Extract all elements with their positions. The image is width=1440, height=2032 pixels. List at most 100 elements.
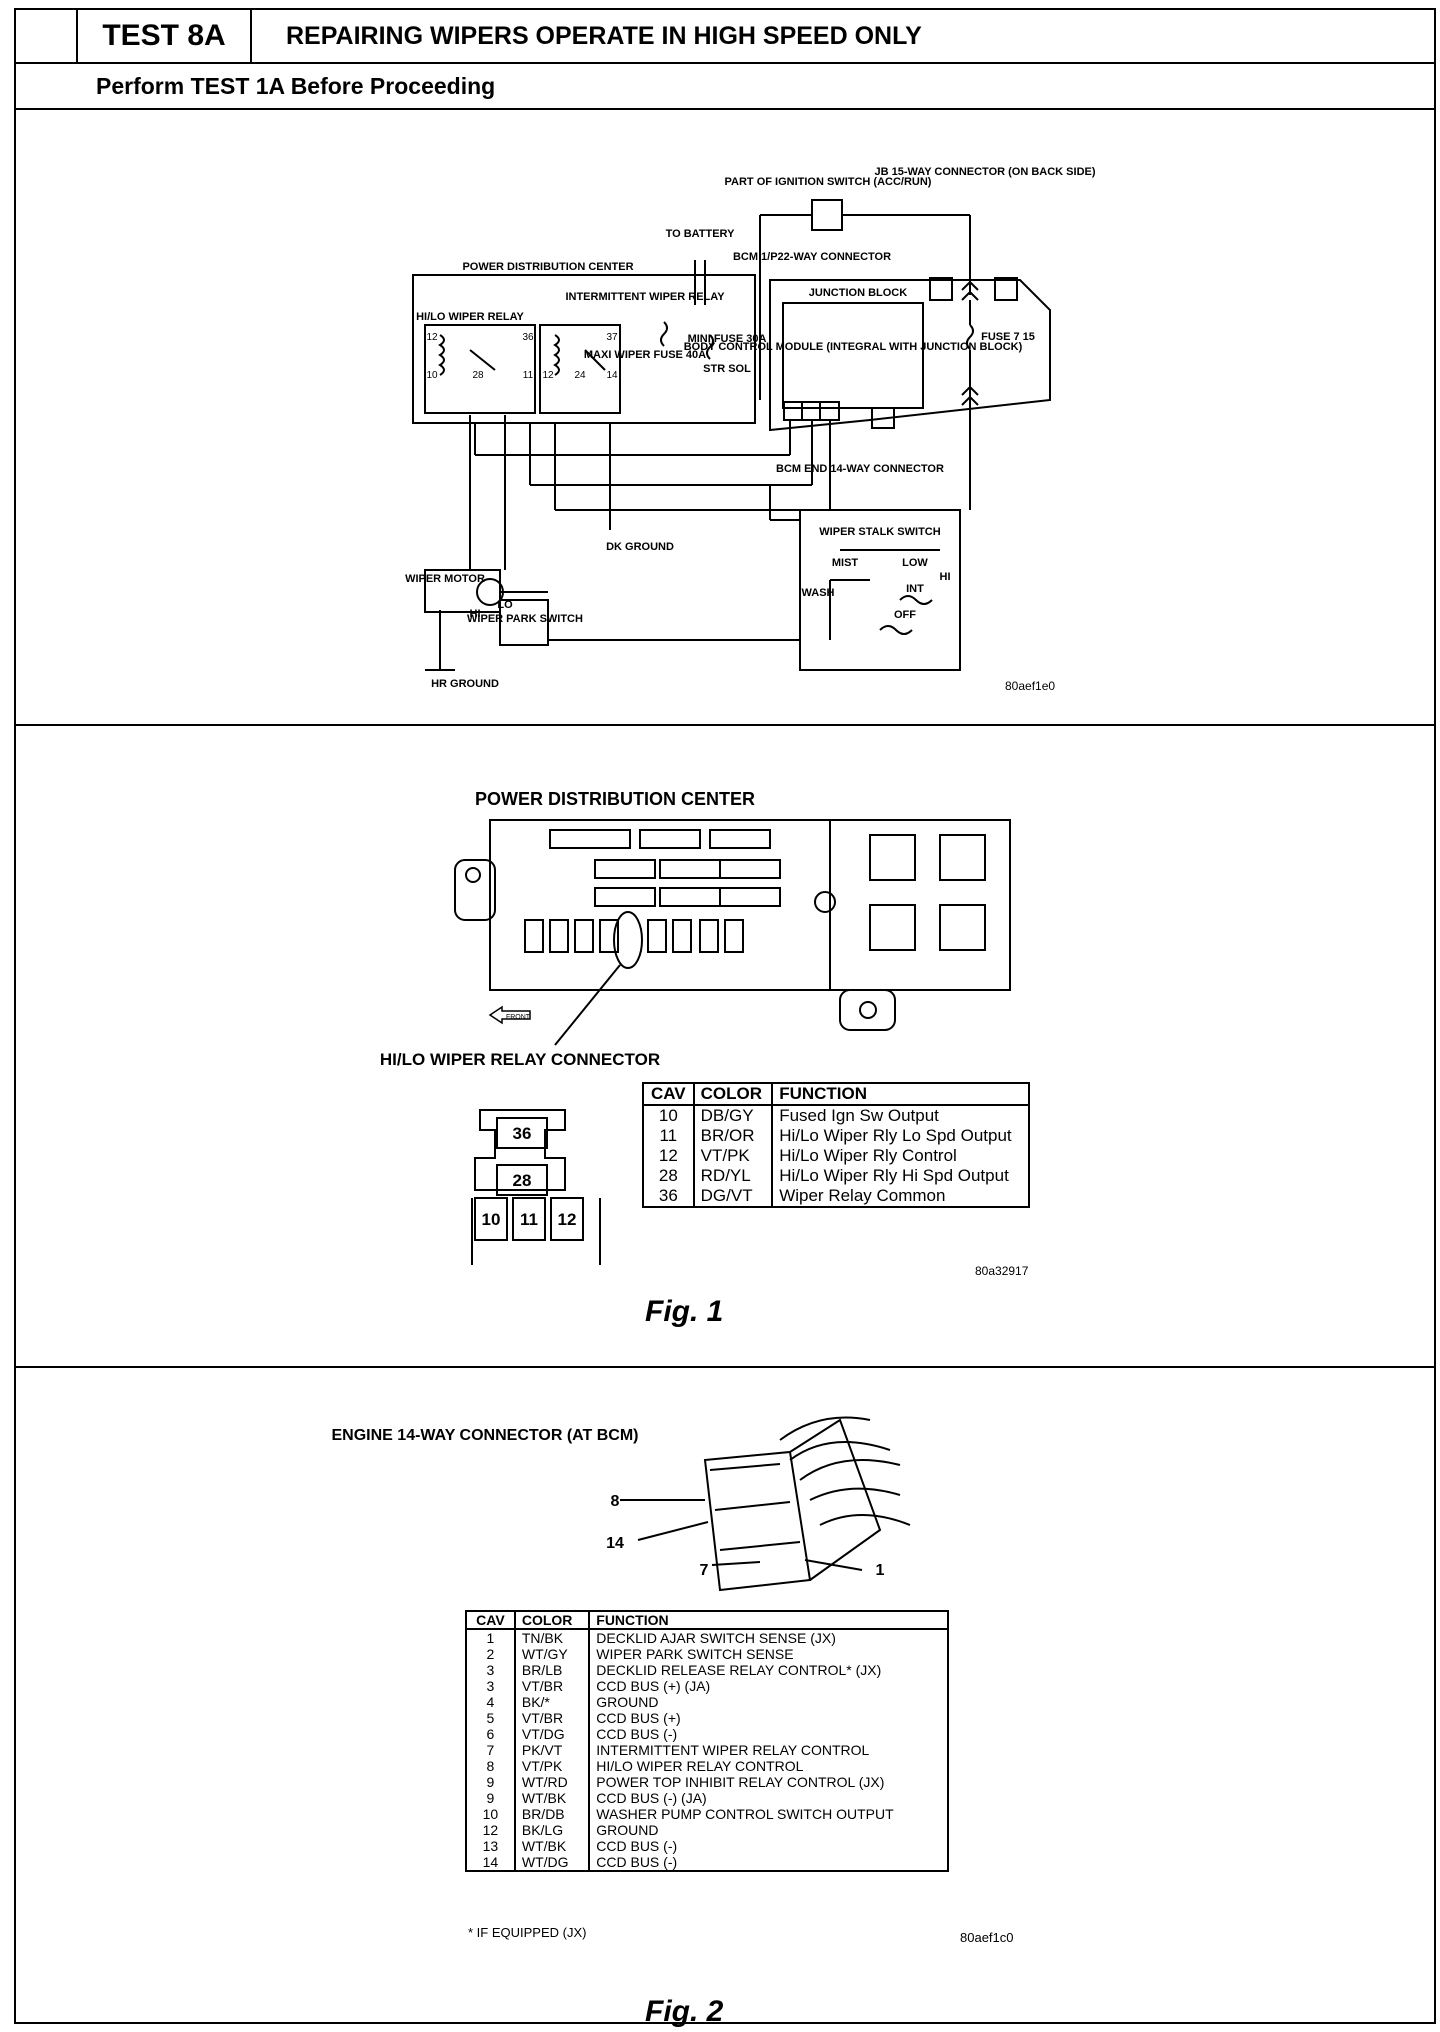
label-wash: WASH <box>802 587 835 599</box>
pin-label: 37 <box>606 332 618 343</box>
table-cell: CCD BUS (-) (JA) <box>596 1790 707 1806</box>
table-cell: 7 <box>467 1742 516 1758</box>
fig2-caption: Fig. 2 <box>645 1995 724 2028</box>
table-cell: 14 <box>467 1854 516 1870</box>
divider-top <box>16 108 1434 110</box>
table-header: FUNCTION <box>772 1084 1028 1106</box>
table-cell: CCD BUS (+) (JA) <box>596 1678 711 1694</box>
table-cell: 2 <box>467 1646 516 1662</box>
table-cell: PK/VT <box>514 1742 591 1758</box>
label-int: INT <box>906 583 924 595</box>
table-cell: CCD BUS (-) <box>596 1726 678 1742</box>
table-cell: DB/GY <box>693 1105 774 1126</box>
connector-pin: 28 <box>513 1171 532 1190</box>
table-cell: WT/DG <box>514 1854 591 1870</box>
table-cell: CCD BUS (-) <box>596 1854 678 1870</box>
header-bar: TEST 8A REPAIRING WIPERS OPERATE IN HIGH… <box>16 10 1434 64</box>
label-int-relay: INTERMITTENT WIPER RELAY <box>565 291 725 303</box>
table-cell: Fused Ign Sw Output <box>779 1106 939 1125</box>
label-ground-hr: HR GROUND <box>431 678 499 690</box>
label-bcm-connector: BCM 1/P22-WAY CONNECTOR <box>733 251 891 263</box>
fig2-footnote: * IF EQUIPPED (JX) <box>468 1925 587 1940</box>
page-subtitle: Perform TEST 1A Before Proceeding <box>96 73 496 99</box>
table-cell: 4 <box>467 1694 516 1710</box>
label-bcm-end: BCM END 14-WAY CONNECTOR <box>776 463 944 475</box>
label-mist: MIST <box>832 557 859 569</box>
table-header: CAV <box>467 1612 516 1630</box>
table-cell: Hi/Lo Wiper Rly Hi Spd Output <box>779 1166 1009 1185</box>
pin-label: 11 <box>523 370 534 381</box>
label-motor-lo: LO <box>497 599 513 611</box>
label-off: OFF <box>894 609 916 621</box>
table-cell: Hi/Lo Wiper Rly Control <box>779 1146 957 1165</box>
table-cell: 1 <box>467 1629 516 1646</box>
table-cell: WT/GY <box>514 1646 591 1662</box>
label-park-switch: WIPER PARK SWITCH <box>467 613 583 625</box>
pin-callout: 14 <box>606 1535 624 1552</box>
table-cell: RD/YL <box>693 1166 774 1186</box>
pin-label: 36 <box>522 332 534 343</box>
label-battery: TO BATTERY <box>666 228 736 240</box>
schematic-code: 80aef1e0 <box>1005 679 1055 693</box>
table-cell: VT/DG <box>514 1726 591 1742</box>
table-cell: GROUND <box>596 1822 659 1838</box>
table-cell: GROUND <box>596 1694 659 1710</box>
table-cell: Wiper Relay Common <box>779 1186 946 1205</box>
connector-pin: 12 <box>558 1210 577 1229</box>
table-cell: WT/BK <box>514 1790 591 1806</box>
engine-connector-drawing: ENGINE 14-WAY CONNECTOR (AT BCM) 8 14 7 … <box>332 1416 911 1592</box>
table-header: CAV <box>644 1084 695 1106</box>
label-jb-connector: JB 15-WAY CONNECTOR (ON BACK SIDE) <box>874 166 1095 178</box>
table-cell: Hi/Lo Wiper Rly Lo Spd Output <box>779 1126 1012 1145</box>
table-cell: 6 <box>467 1726 516 1742</box>
label-maxi-fuse: MAXI WIPER FUSE 40A <box>584 349 706 361</box>
label-hilo-relay: HI/LO WIPER RELAY <box>416 311 524 323</box>
table-cell: 28 <box>644 1166 695 1186</box>
table-cell: WT/RD <box>514 1774 591 1790</box>
pin-callout: 8 <box>611 1493 620 1510</box>
table-header: COLOR <box>514 1612 591 1630</box>
fig1-code: 80a32917 <box>975 1264 1029 1278</box>
pin-label: 24 <box>574 370 586 381</box>
label-fuse: FUSE 7 15 <box>981 331 1035 343</box>
label-str-sol: STR SOL <box>703 363 751 375</box>
label-low: LOW <box>902 557 928 569</box>
table-cell: 12 <box>644 1146 695 1166</box>
table-cell: 8 <box>467 1758 516 1774</box>
pdc-drawing: POWER DISTRIBUTION CENTER <box>380 789 1029 1278</box>
test-id: TEST 8A <box>76 10 252 62</box>
table-cell: DECKLID AJAR SWITCH SENSE (JX) <box>596 1630 836 1646</box>
relay-connector-label: HI/LO WIPER RELAY CONNECTOR <box>380 1050 660 1069</box>
table-cell: 10 <box>644 1105 695 1126</box>
table-cell: 3 <box>467 1662 516 1678</box>
label-stalk: WIPER STALK SWITCH <box>819 526 940 538</box>
label-motor-hi: HI <box>470 608 481 620</box>
table-cell: 11 <box>644 1126 695 1146</box>
pin-label: 12 <box>426 332 438 343</box>
table-cell: HI/LO WIPER RELAY CONTROL <box>596 1758 804 1774</box>
pin-callout: 7 <box>700 1562 709 1579</box>
fig2-code: 80aef1c0 <box>960 1930 1014 1945</box>
table-cell: BR/DB <box>514 1806 591 1822</box>
fig1-caption: Fig. 1 <box>645 1295 724 1328</box>
pin-label: 28 <box>472 370 484 381</box>
page-title: REPAIRING WIPERS OPERATE IN HIGH SPEED O… <box>286 22 922 50</box>
table-cell: POWER TOP INHIBIT RELAY CONTROL (JX) <box>596 1774 885 1790</box>
divider-1 <box>16 724 1434 726</box>
pin-label: 14 <box>606 370 618 381</box>
